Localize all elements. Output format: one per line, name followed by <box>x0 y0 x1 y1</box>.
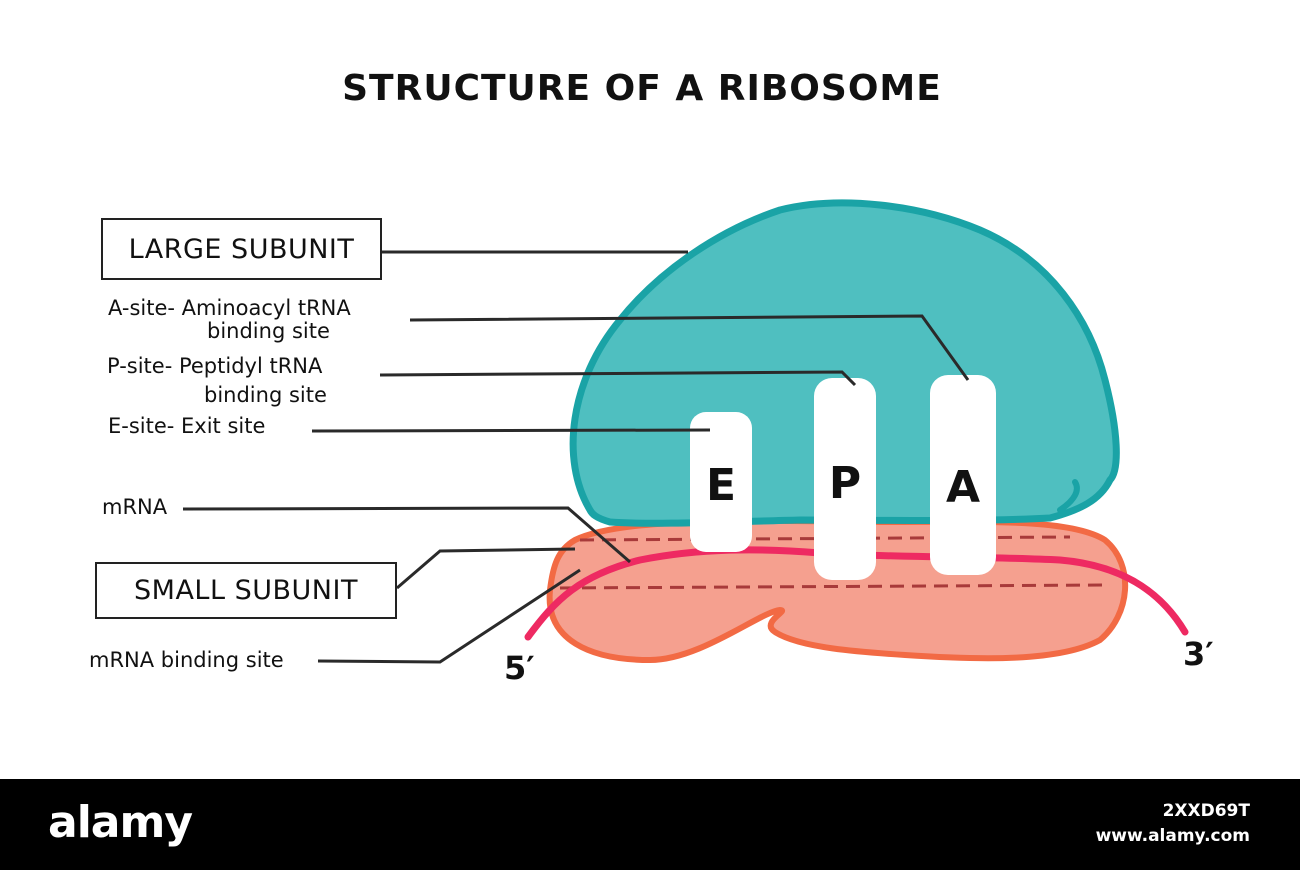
large-subunit-rim <box>1057 479 1080 513</box>
a-site-letter: A <box>945 462 981 513</box>
footer-logo: alamy <box>48 797 193 848</box>
leader-p-site <box>379 370 857 387</box>
leader-small-subunit <box>396 547 576 590</box>
leader-mrna-binding-site <box>317 568 581 664</box>
e-site-label: E-site- Exit site <box>108 414 266 438</box>
footer-image-info: 2XXD69T www.alamy.com <box>1096 799 1250 849</box>
a-site-slot <box>930 375 996 575</box>
footer-site: www.alamy.com <box>1095 826 1250 846</box>
leader-e-site <box>311 428 711 433</box>
mrna-binding-site-label: mRNA binding site <box>89 648 284 672</box>
leader-a-site <box>409 314 970 381</box>
p-site-letter: P <box>828 458 862 509</box>
a-site-label-line1: A-site- Aminoacyl tRNA <box>108 296 351 320</box>
leader-mrna <box>182 506 631 564</box>
binding-site-dash-lower <box>559 583 1111 590</box>
e-site-slot <box>690 412 752 552</box>
footer-bar: alamy 2XXD69T www.alamy.com <box>0 779 1300 870</box>
e-site-letter: E <box>705 460 737 511</box>
p-site-label-line1: P-site- Peptidyl tRNA <box>107 354 323 378</box>
p-site-slot <box>814 378 876 580</box>
large-subunit-label-box: LARGE SUBUNIT <box>101 218 382 280</box>
a-site-label-line2: binding site <box>207 319 330 343</box>
mrna-label: mRNA <box>102 495 168 519</box>
five-prime-label: 5′ <box>504 649 535 687</box>
page-title: STRUCTURE OF A RIBOSOME <box>342 68 942 109</box>
p-site-label-line2: binding site <box>204 383 327 407</box>
three-prime-label: 3′ <box>1183 635 1214 673</box>
small-subunit-label-box: SMALL SUBUNIT <box>95 562 397 619</box>
footer-image-id: 2XXD69T <box>1162 801 1250 821</box>
